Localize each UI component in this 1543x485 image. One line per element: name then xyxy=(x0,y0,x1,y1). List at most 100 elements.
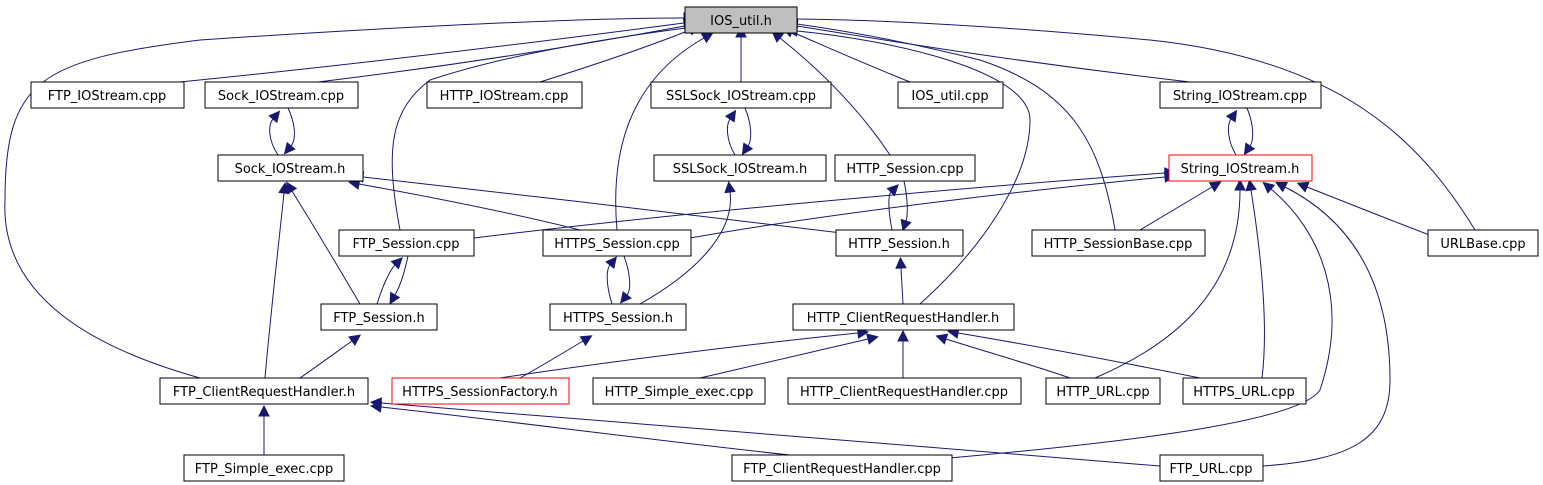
edge-http-url-cpp-to-string-iostream-h xyxy=(1094,190,1240,379)
node-ftp-iostream-cpp[interactable]: FTP_IOStream.cpp xyxy=(30,81,185,109)
edge-ftp-iostream-cpp-to-ios-util-h xyxy=(179,23,684,83)
node-label: HTTPS_Session.h xyxy=(563,311,673,326)
node-ftp-session-h[interactable]: FTP_Session.h xyxy=(320,303,438,331)
edge-https-session-cpp-to-ios-util-h xyxy=(615,38,704,231)
edge-https-session-h-to-https-session-cpp xyxy=(607,265,612,305)
node-sock-iostream-h[interactable]: Sock_IOStream.h xyxy=(217,154,364,182)
edge-ftp-url-cpp-to-ftp-crh-h xyxy=(381,403,1161,467)
node-ftp-simple-exec-cpp[interactable]: FTP_Simple_exec.cpp xyxy=(183,454,345,482)
edge-sock-iostream-cpp-to-sock-iostream-h xyxy=(288,107,294,146)
node-ftp-session-cpp[interactable]: FTP_Session.cpp xyxy=(338,229,475,257)
node-label: String_IOStream.h xyxy=(1181,162,1300,177)
node-http-simple-exec-cpp[interactable]: HTTP_Simple_exec.cpp xyxy=(592,377,766,405)
node-label: Sock_IOStream.cpp xyxy=(218,89,344,104)
edge-ftp-session-h-to-ftp-session-cpp xyxy=(376,265,395,305)
edge-http-sessionbase-cpp-to-string-iostream-h xyxy=(1139,187,1212,231)
node-label: String_IOStream.cpp xyxy=(1173,89,1307,104)
edge-http-simple-exec-cpp-to-http-crh-h xyxy=(699,339,868,379)
edge-https-session-cpp-to-string-iostream-h xyxy=(689,177,1165,239)
node-http-clientrequesthandler-cpp[interactable]: HTTP_ClientRequestHandler.cpp xyxy=(787,377,1022,405)
node-label: HTTPS_Session.cpp xyxy=(554,237,679,252)
node-label: SSLSock_IOStream.h xyxy=(673,162,808,177)
node-http-sessionbase-cpp[interactable]: HTTP_SessionBase.cpp xyxy=(1031,229,1206,257)
node-ios-util-cpp[interactable]: IOS_util.cpp xyxy=(897,81,1004,109)
node-label: HTTP_SessionBase.cpp xyxy=(1044,237,1193,252)
edge-ftp-crh-cpp-to-ftp-crh-h xyxy=(381,407,791,456)
nodes: IOS_util.h FTP_IOStream.cpp Sock_IOStrea… xyxy=(30,6,1539,482)
edge-urlbase-cpp-to-ios-util-h xyxy=(797,19,1476,231)
node-sslsock-iostream-cpp[interactable]: SSLSock_IOStream.cpp xyxy=(650,81,832,109)
edge-http-crh-h-to-ios-util-h xyxy=(797,31,1031,305)
edge-https-session-h-to-sslsock-iostream-h xyxy=(639,192,730,305)
node-label: IOS_util.h xyxy=(710,14,772,29)
edge-sslsock-iostream-cpp-to-sslsock-iostream-h xyxy=(745,107,751,146)
node-https-session-cpp[interactable]: HTTPS_Session.cpp xyxy=(542,229,692,257)
node-ftp-url-cpp[interactable]: FTP_URL.cpp xyxy=(1159,454,1264,482)
node-label: HTTP_IOStream.cpp xyxy=(440,89,569,104)
node-https-sessionfactory-h[interactable]: HTTPS_SessionFactory.h xyxy=(391,377,570,405)
edge-ftp-session-cpp-to-string-iostream-h xyxy=(473,173,1165,239)
edge-http-url-cpp-to-http-crh-h xyxy=(946,339,1071,379)
node-label: HTTPS_URL.cpp xyxy=(1193,385,1295,400)
node-label: URLBase.cpp xyxy=(1440,237,1525,252)
node-label: Sock_IOStream.h xyxy=(235,162,346,177)
edges xyxy=(4,18,1476,467)
edge-ftp-url-cpp-to-string-iostream-h xyxy=(1261,187,1391,467)
node-sslsock-iostream-h[interactable]: SSLSock_IOStream.h xyxy=(653,154,827,182)
edge-https-sessionfactory-h-to-https-session-h xyxy=(519,341,583,379)
edge-http-session-h-to-http-session-cpp xyxy=(889,192,892,231)
edge-http-session-cpp-to-http-session-h xyxy=(904,180,907,221)
edge-http-sessionbase-cpp-to-ios-util-h xyxy=(797,24,1116,231)
edge-http-session-h-to-sock-iostream-h xyxy=(363,177,851,235)
edge-ftp-crh-h-to-ftp-session-h xyxy=(299,341,352,379)
node-label: FTP_URL.cpp xyxy=(1169,462,1252,477)
edge-http-session-cpp-to-ios-util-h xyxy=(780,38,891,156)
node-label: SSLSock_IOStream.cpp xyxy=(666,89,816,104)
node-http-url-cpp[interactable]: HTTP_URL.cpp xyxy=(1045,377,1161,405)
edge-string-iostream-cpp-to-ios-util-h xyxy=(797,26,1191,83)
node-http-iostream-cpp[interactable]: HTTP_IOStream.cpp xyxy=(426,81,583,109)
node-http-session-h[interactable]: HTTP_Session.h xyxy=(835,229,964,257)
node-https-session-h[interactable]: HTTPS_Session.h xyxy=(549,303,687,331)
node-ios-util-h[interactable]: IOS_util.h xyxy=(684,6,798,34)
edge-ftp-session-h-to-sock-iostream-h xyxy=(292,191,361,305)
edge-https-url-cpp-to-string-iostream-h xyxy=(1251,190,1265,379)
node-http-session-cpp[interactable]: HTTP_Session.cpp xyxy=(834,154,976,182)
edge-string-iostream-cpp-to-string-iostream-h xyxy=(1247,107,1253,146)
node-label: HTTP_URL.cpp xyxy=(1056,385,1149,400)
node-label: HTTP_ClientRequestHandler.cpp xyxy=(800,385,1008,400)
node-ftp-clientrequesthandler-cpp[interactable]: FTP_ClientRequestHandler.cpp xyxy=(731,454,953,482)
edge-https-session-cpp-to-https-session-h xyxy=(624,255,630,295)
node-label: FTP_Session.cpp xyxy=(353,237,460,252)
edge-https-session-cpp-to-sock-iostream-h xyxy=(359,184,581,231)
edge-http-iostream-cpp-to-ios-util-h xyxy=(539,30,690,83)
node-label: FTP_IOStream.cpp xyxy=(48,89,166,104)
node-https-url-cpp[interactable]: HTTPS_URL.cpp xyxy=(1182,377,1307,405)
edge-ftp-crh-h-to-ios-util-h xyxy=(4,18,684,379)
node-urlbase-cpp[interactable]: URLBase.cpp xyxy=(1427,229,1539,257)
edge-urlbase-cpp-to-string-iostream-h xyxy=(1307,187,1433,237)
edge-ftp-session-cpp-to-ios-util-h xyxy=(391,28,686,231)
node-string-iostream-cpp[interactable]: String_IOStream.cpp xyxy=(1159,81,1322,109)
edge-https-sessionfactory-h-to-http-crh-h xyxy=(499,333,858,379)
node-label: HTTP_Simple_exec.cpp xyxy=(605,385,754,400)
node-label: FTP_Session.h xyxy=(333,311,425,326)
edge-string-iostream-h-to-string-iostream-cpp xyxy=(1228,119,1236,156)
node-string-iostream-h[interactable]: String_IOStream.h xyxy=(1168,154,1313,182)
node-label: FTP_ClientRequestHandler.h xyxy=(173,385,355,400)
node-label: HTTP_Session.cpp xyxy=(846,162,963,177)
node-label: FTP_ClientRequestHandler.cpp xyxy=(743,462,941,477)
edge-ftp-session-cpp-to-ftp-session-h xyxy=(395,255,409,295)
node-label: FTP_Simple_exec.cpp xyxy=(195,462,333,477)
edge-ios-util-cpp-to-ios-util-h xyxy=(792,32,911,83)
node-label: HTTPS_SessionFactory.h xyxy=(402,385,558,400)
edge-sock-iostream-h-to-sock-iostream-cpp xyxy=(270,119,278,156)
edge-sslsock-iostream-h-to-sslsock-iostream-cpp xyxy=(727,119,735,156)
edge-ftp-crh-h-to-sock-iostream-h xyxy=(264,193,284,379)
node-http-clientrequesthandler-h[interactable]: HTTP_ClientRequestHandler.h xyxy=(792,303,1015,331)
node-sock-iostream-cpp[interactable]: Sock_IOStream.cpp xyxy=(204,81,359,109)
edge-sock-iostream-cpp-to-ios-util-h xyxy=(317,26,685,83)
edge-http-crh-h-to-http-session-h xyxy=(901,268,903,305)
node-ftp-clientrequesthandler-h[interactable]: FTP_ClientRequestHandler.h xyxy=(159,377,369,405)
